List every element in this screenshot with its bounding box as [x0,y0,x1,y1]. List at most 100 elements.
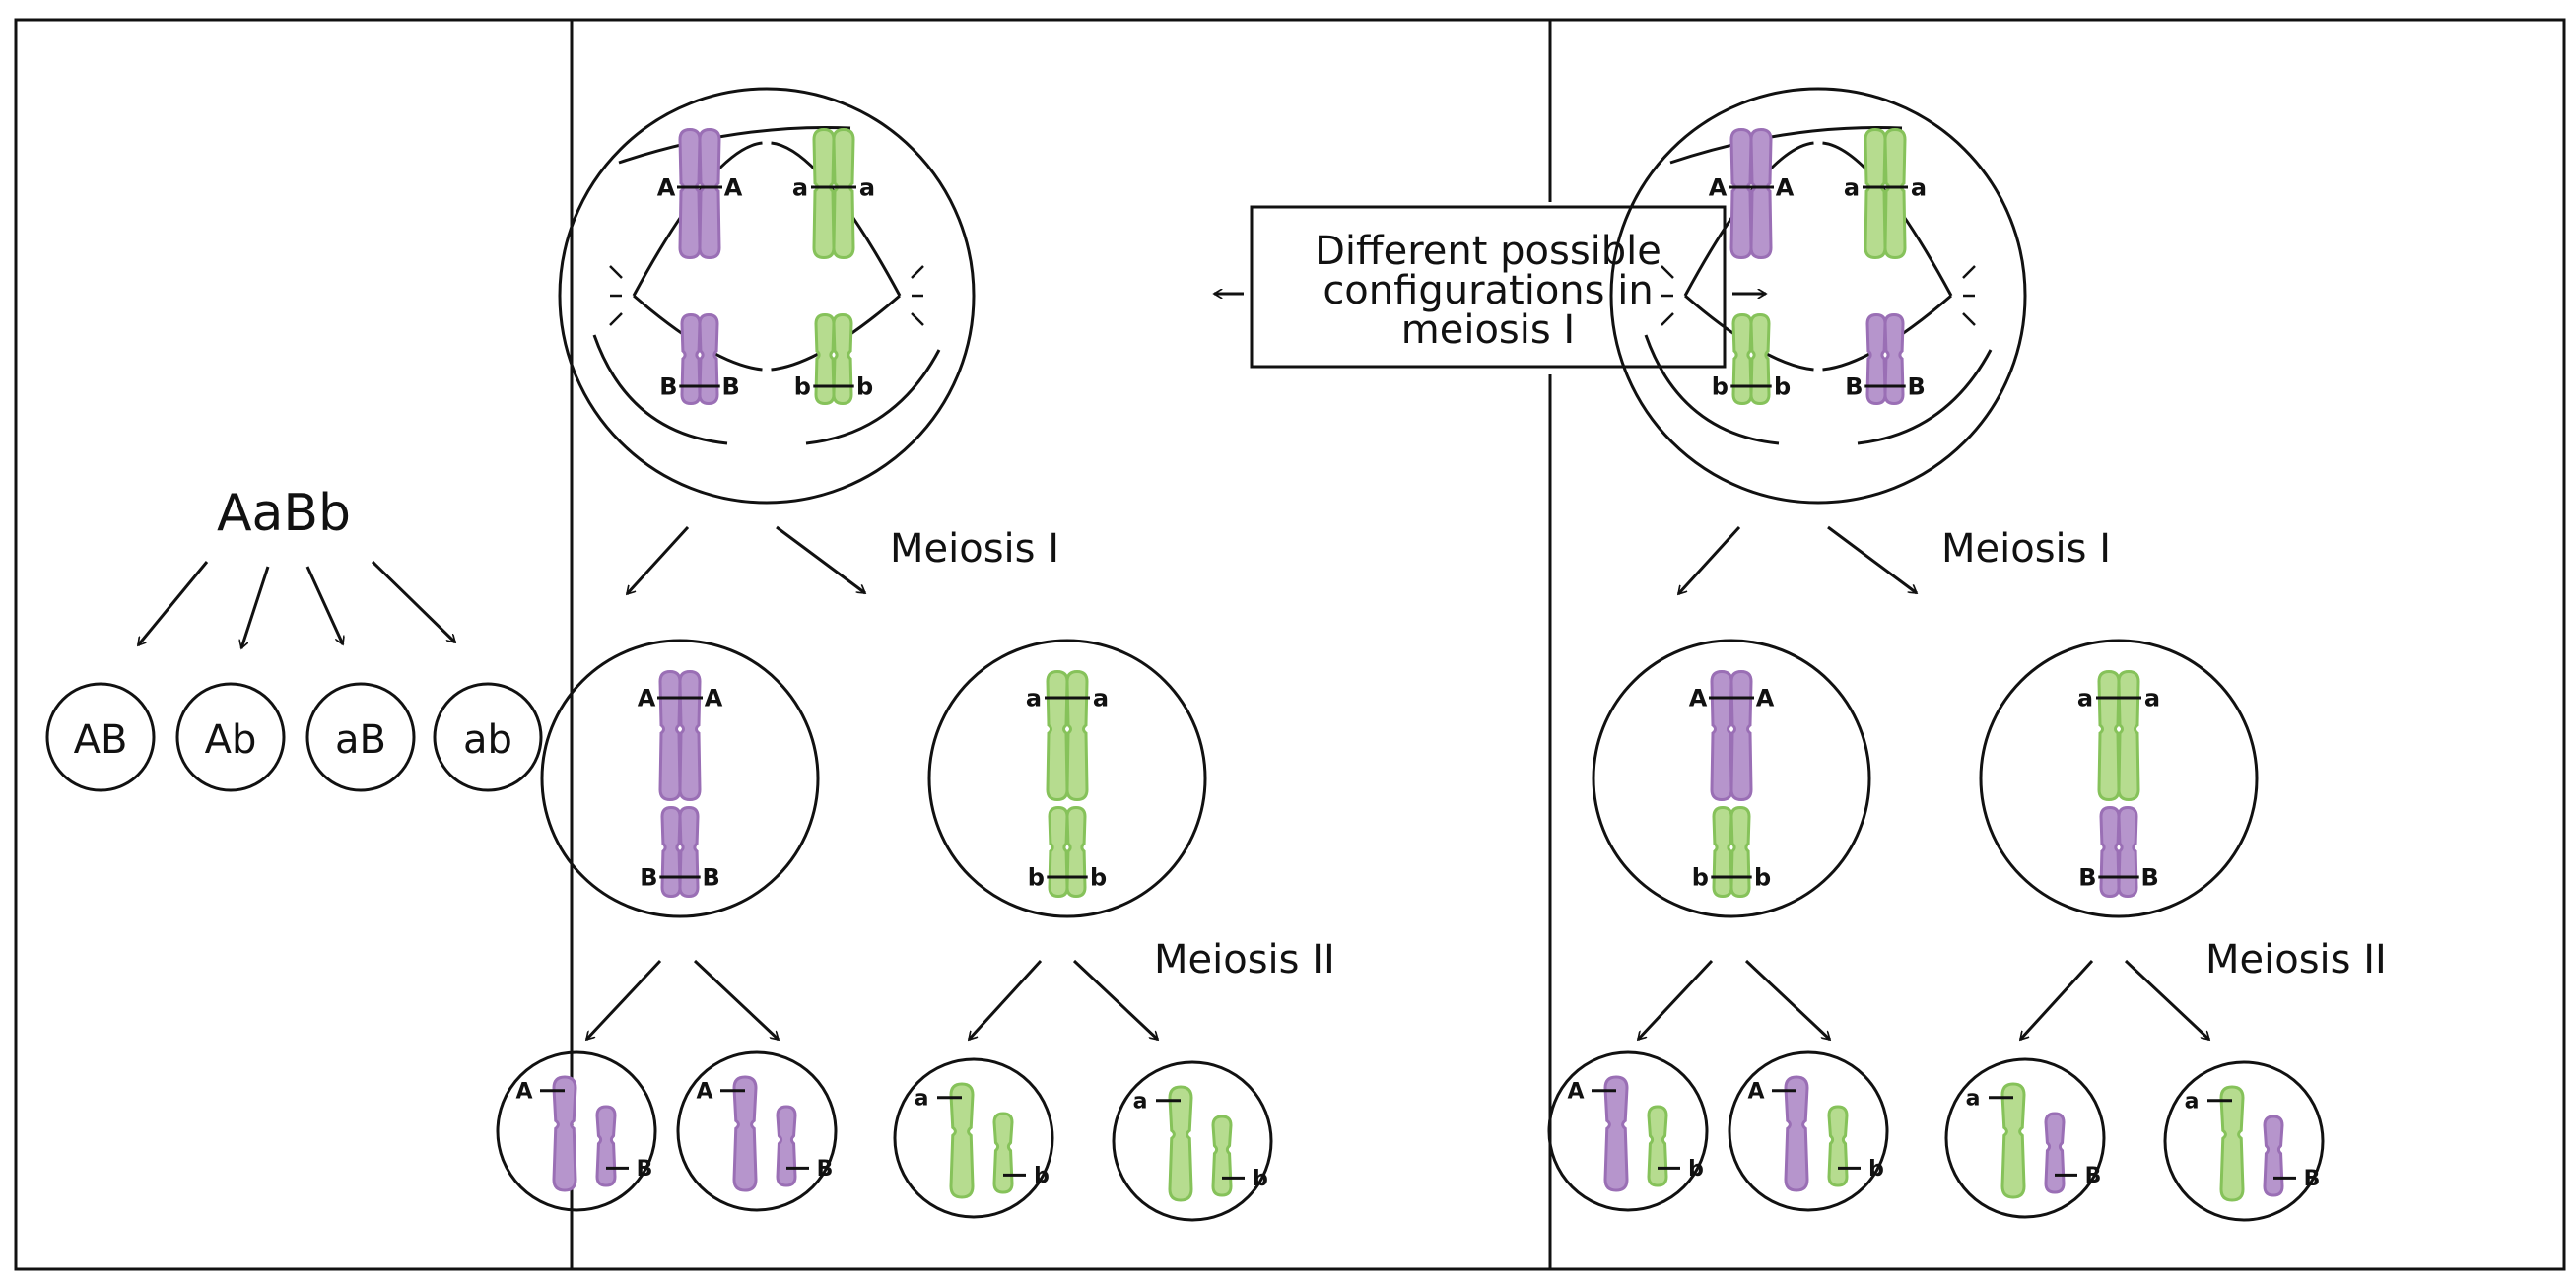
cell-membrane [540,639,820,918]
allele-label: A [705,684,723,711]
allele-label: A [638,684,656,711]
allele-label: b [1028,863,1045,891]
chromatid [1731,312,1753,406]
purple-chromatid-single: B [776,1105,834,1187]
allele-label: A [724,173,743,201]
chromatid [1729,669,1753,802]
meiosis-1-arrow-right [1827,525,1917,595]
chromatid [1168,1085,1193,1202]
gamete-cell: Ab [1728,1050,1889,1212]
allele-label: a [1911,173,1927,201]
allele-label: a [859,173,875,201]
nuclear-envelope-fragment [1669,125,1903,165]
chromatid [680,312,702,406]
meiosis-1-arrow-left [1676,525,1741,594]
chromatid [1784,1075,1809,1192]
gamete-cell: AB [496,1050,657,1212]
aster-ray [609,265,623,279]
aster-ray [911,312,924,326]
chromatid [1865,312,1887,406]
allele-label: a [1026,684,1042,711]
allele-label: B [640,863,657,891]
gamete-label: Ab [205,717,257,763]
chromatid [776,1105,797,1187]
gamete-label: aB [335,717,386,763]
chromatid [660,805,682,899]
meiosis-1-label: Meiosis I [890,526,1059,572]
allele-label: B [637,1157,653,1182]
allele-label: A [1747,1080,1764,1105]
chromatid [2000,1082,2026,1199]
allele-label: b [1034,1164,1050,1188]
purple-chromatid-single: A [1747,1075,1809,1192]
allele-label: a [2144,684,2160,711]
chromatid [1710,669,1733,802]
meiosis-2-arrow [1744,959,1830,1040]
chromatid [2044,1112,2066,1194]
meiosis-2-label: Meiosis II [1154,937,1335,982]
chromatid [2219,1085,2245,1202]
chromatid [1729,805,1751,899]
chromatid [949,1082,975,1199]
allele-label: B [2078,863,2096,891]
purple-chromatid-single: B [2263,1115,2321,1197]
genotype-label: AaBb [217,484,351,543]
allele-label: B [659,372,677,400]
chromatid [552,1075,577,1192]
nuclear-envelope-fragment [1857,349,1993,445]
green-chromatid-single: a [1966,1082,2026,1199]
chromatid [678,669,702,802]
gamete-ab-mixed-1: Ab [175,682,286,792]
green-chromatid-single: b [1211,1115,1268,1197]
chromatid [2097,669,2121,802]
meiosis-2-arrow [2018,959,2094,1040]
chromatid [1883,312,1905,406]
gamete-cell: aB [2163,1060,2325,1222]
allele-label: b [794,372,811,400]
meiosis-1-arrow-left [625,525,690,594]
chromatid [1603,1075,1629,1192]
chromatid [1647,1105,1668,1187]
allele-label: A [1689,684,1708,711]
allele-label: b [1688,1157,1704,1182]
allele-label: B [2304,1167,2321,1191]
allele-label: a [915,1087,929,1112]
cell-membrane [1979,639,2259,918]
allele-label: A [515,1080,532,1105]
allele-label: a [792,173,808,201]
meiosis-2-arrow [1638,959,1714,1040]
chromatid [595,1105,617,1187]
allele-label: b [1712,372,1729,400]
meiosis-2-arrow [2124,959,2209,1040]
aster-ray [1661,265,1674,279]
allele-label: a [1844,173,1860,201]
green-chromatid-single: a [1133,1085,1193,1202]
green-chromatid-single: b [1647,1105,1704,1187]
purple-chromatid-single: A [696,1075,758,1192]
allele-label: B [817,1157,834,1182]
chromatid [698,312,719,406]
cell-membrane [2163,1060,2325,1222]
chromatid [1864,127,1887,260]
allele-label: A [1776,173,1795,201]
allele-label: A [1756,684,1775,711]
meiosis-1-label: Meiosis I [1941,526,2111,572]
allele-label: A [1567,1080,1584,1105]
purple-chromatid-single: B [2044,1112,2101,1194]
gamete-label: ab [463,717,512,763]
allele-label: B [2140,863,2158,891]
cell-membrane [1728,1050,1889,1212]
